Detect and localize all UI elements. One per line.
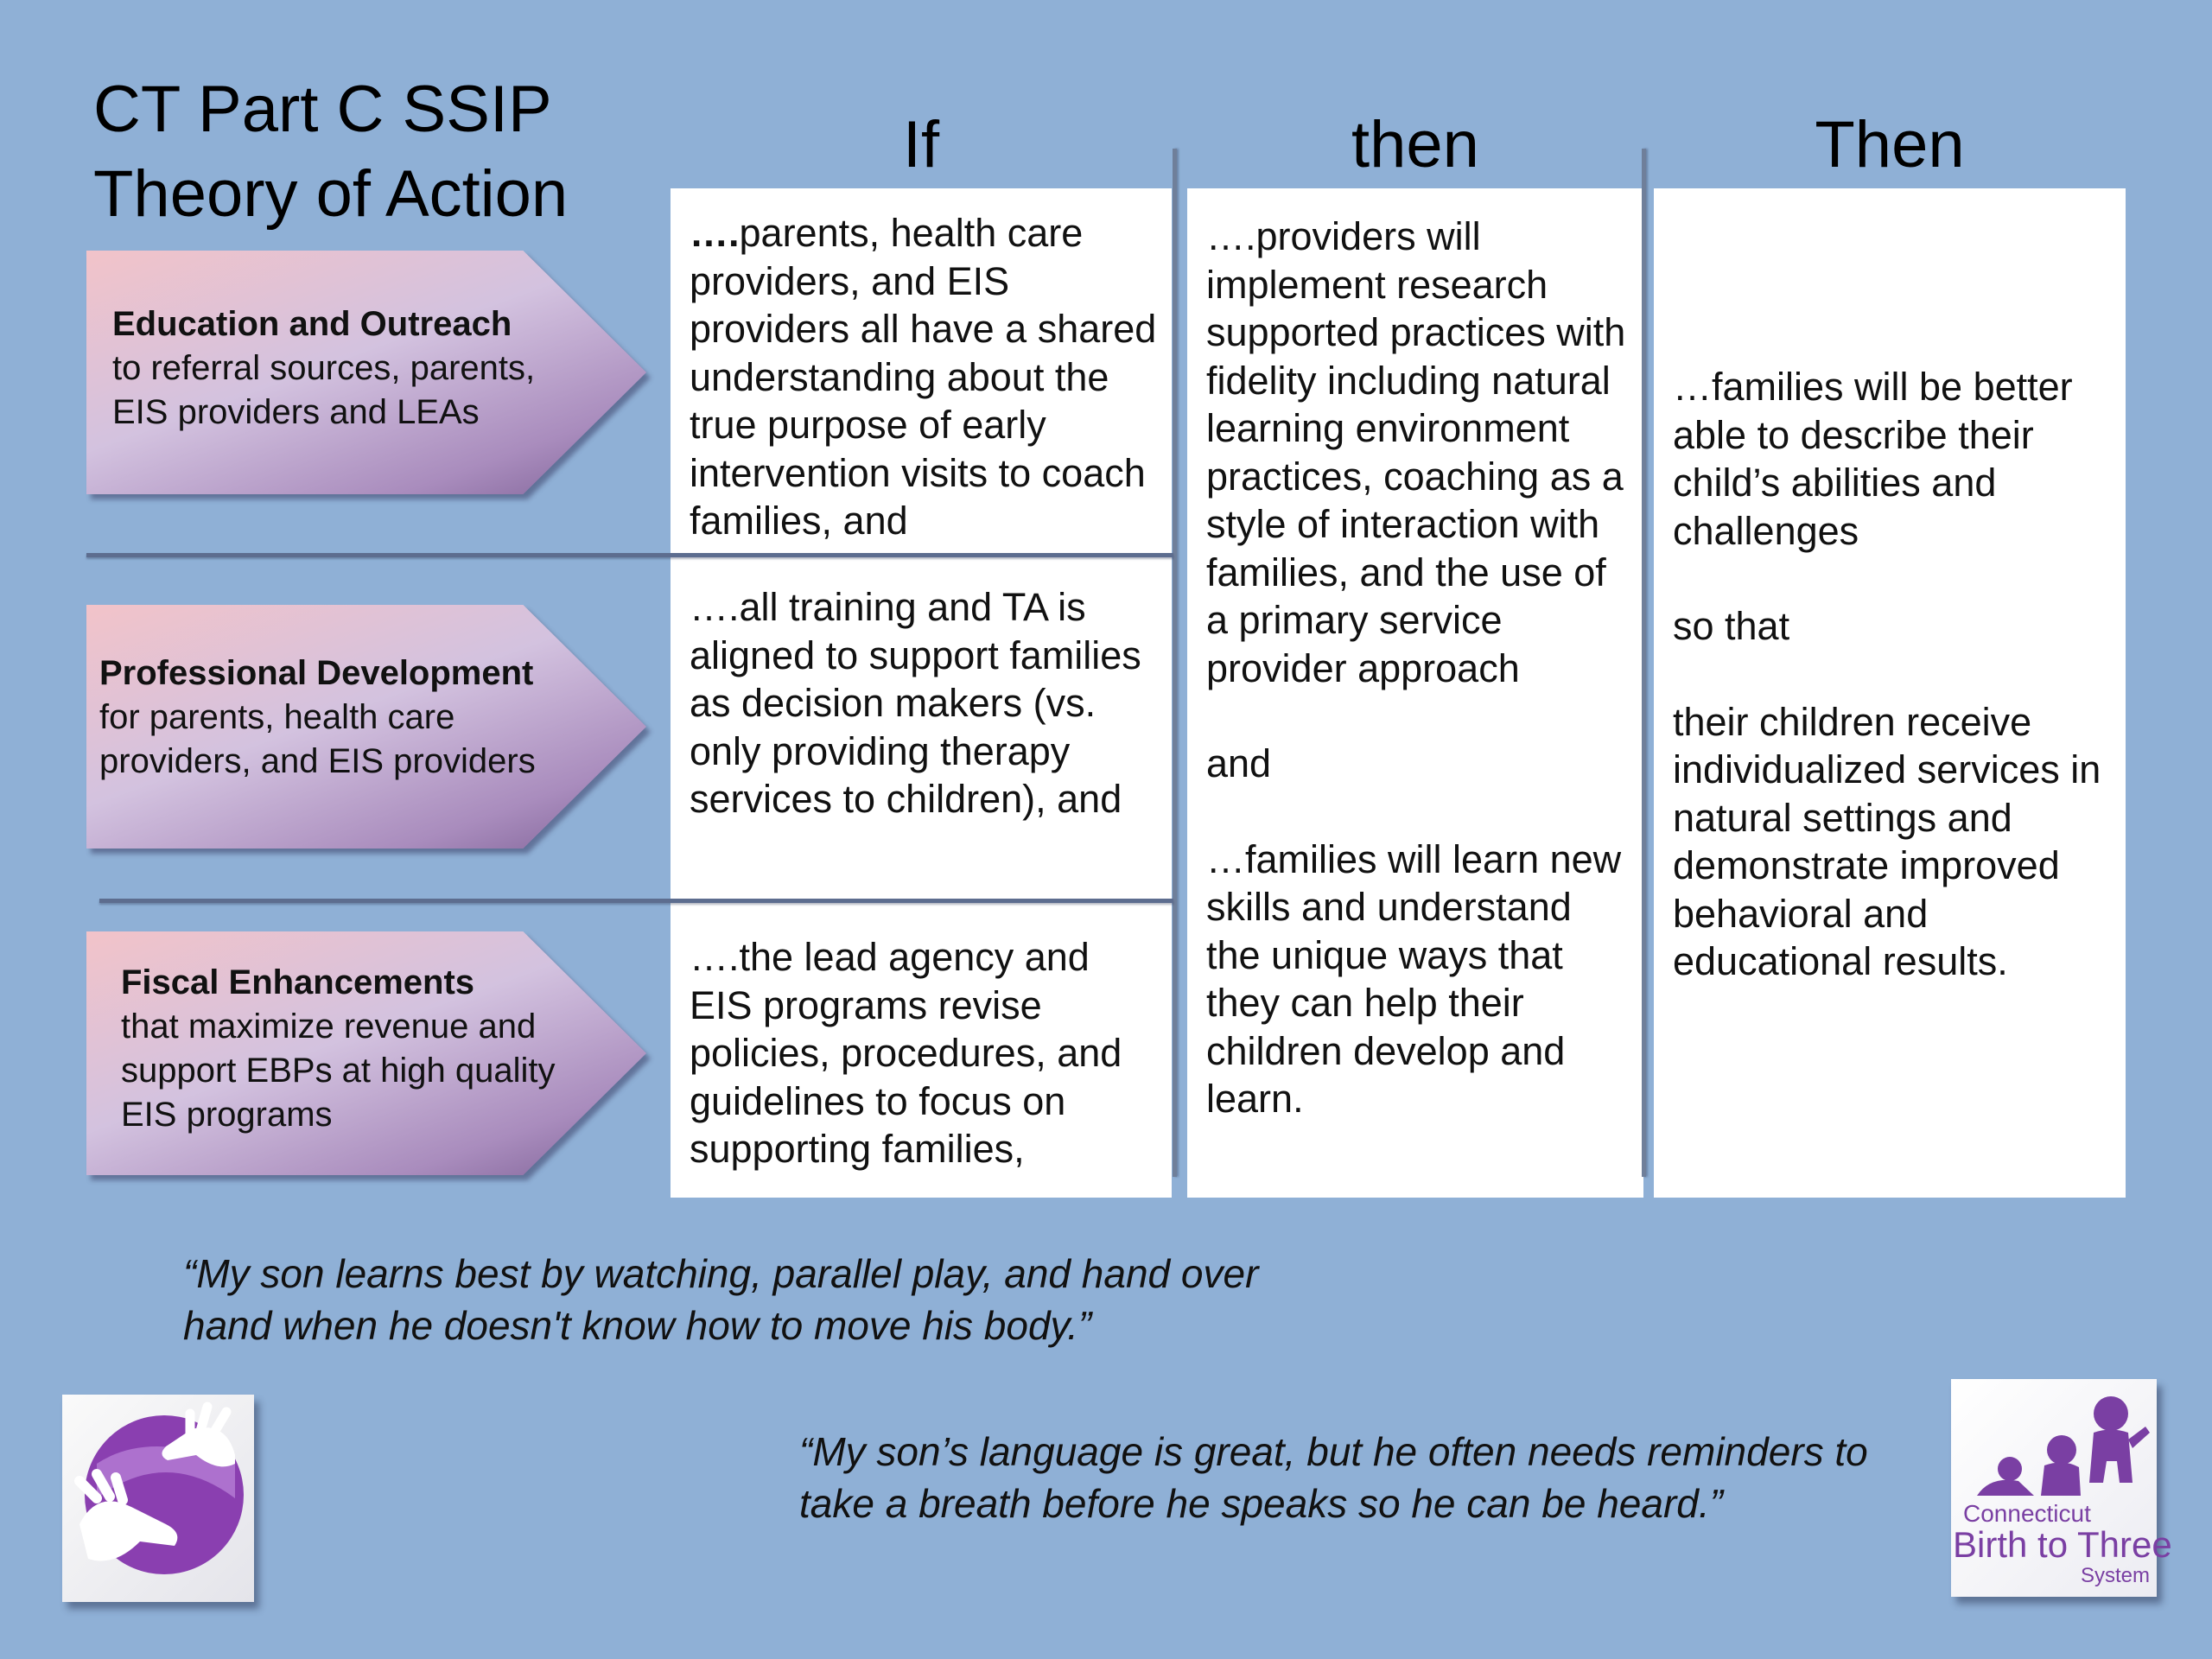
page-title: CT Part C SSIP Theory of Action bbox=[93, 67, 681, 237]
if-column-panel: ….parents, health care providers, and EI… bbox=[671, 188, 1172, 1198]
column-heading-then: then bbox=[1351, 108, 1479, 181]
row-divider-2 bbox=[99, 899, 1173, 903]
strategy-arrow-fiscal: Fiscal Enhancements that maximize revenu… bbox=[86, 931, 646, 1175]
if-cell-fiscal: ….the lead agency and EIS programs revis… bbox=[690, 935, 1122, 1171]
then-families-text: …families will learn new skills and unde… bbox=[1206, 836, 1622, 1122]
strategy-heading: Professional Development bbox=[99, 654, 534, 692]
then-final-results-text: their children receive individualized se… bbox=[1673, 699, 2101, 984]
hands-logo-icon bbox=[74, 1402, 244, 1574]
if-cell-education-text: parents, health care providers, and EIS … bbox=[690, 211, 1157, 543]
hands-logo bbox=[62, 1395, 254, 1602]
title-line-2: Theory of Action bbox=[93, 157, 569, 231]
then-providers-text: ….providers will implement research supp… bbox=[1206, 214, 1626, 690]
strategy-arrow-education: Education and Outreach to referral sourc… bbox=[86, 251, 646, 494]
if-cell-training: ….all training and TA is aligned to supp… bbox=[690, 585, 1141, 821]
quote-parent-1: “My son learns best by watching, paralle… bbox=[183, 1251, 1259, 1348]
column-divider-1 bbox=[1173, 149, 1177, 1177]
strategy-heading: Education and Outreach bbox=[112, 305, 512, 343]
strategy-body: for parents, health care providers, and … bbox=[99, 698, 536, 780]
column-divider-2 bbox=[1642, 149, 1646, 1177]
strategy-body: that maximize revenue and support EBPs a… bbox=[121, 1007, 556, 1134]
then-final-column-panel: …families will be better able to describ… bbox=[1654, 188, 2126, 1198]
strategy-body: to referral sources, parents, EIS provid… bbox=[112, 349, 536, 431]
column-heading-then-final: Then bbox=[1815, 108, 1965, 181]
strategy-arrow-professional-development: Professional Development for parents, he… bbox=[86, 605, 646, 849]
strategy-heading: Fiscal Enhancements bbox=[121, 963, 475, 1001]
row-divider-1 bbox=[86, 553, 1173, 557]
then-column-panel: ….providers will implement research supp… bbox=[1187, 188, 1643, 1198]
if-cell-education: ….parents, health care providers, and EI… bbox=[690, 209, 1160, 545]
column-heading-if: If bbox=[902, 108, 940, 181]
logo-text-connecticut: Connecticut bbox=[1963, 1500, 2091, 1527]
if-cell-lead-ellipsis: …. bbox=[690, 211, 740, 255]
children-silhouette-icon bbox=[1977, 1396, 2150, 1496]
birth-to-three-logo: Connecticut Birth to Three System bbox=[1951, 1379, 2172, 1597]
logo-text-system: System bbox=[2081, 1564, 2151, 1587]
then-final-so-that-text: so that bbox=[1673, 604, 1790, 648]
title-line-1: CT Part C SSIP bbox=[93, 73, 552, 146]
then-final-families-text: …families will be better able to describ… bbox=[1673, 365, 2073, 553]
then-and-text: and bbox=[1206, 741, 1272, 785]
logo-text-birth-to-three: Birth to Three bbox=[1953, 1524, 2172, 1565]
quote-parent-2: “My son’s language is great, but he ofte… bbox=[799, 1429, 1868, 1526]
